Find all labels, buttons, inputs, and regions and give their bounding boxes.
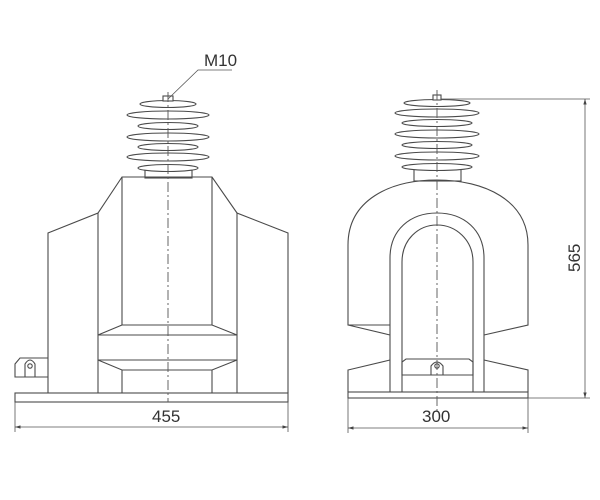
side-body — [347, 179, 529, 399]
terminal-hole-icon — [27, 363, 33, 369]
ground-terminal — [14, 357, 48, 378]
front-width-dimension: 455 — [152, 407, 180, 426]
side-base-plate — [347, 391, 529, 399]
height-dimension: 565 — [565, 244, 584, 272]
side-width-dimension: 300 — [422, 407, 450, 426]
side-view: 300 565 — [347, 90, 590, 433]
thread-leader-line — [167, 69, 232, 100]
front-body — [14, 176, 289, 403]
front-base-plate — [14, 392, 289, 403]
thread-label: M10 — [204, 51, 237, 70]
front-view: M10 455 — [14, 51, 289, 432]
